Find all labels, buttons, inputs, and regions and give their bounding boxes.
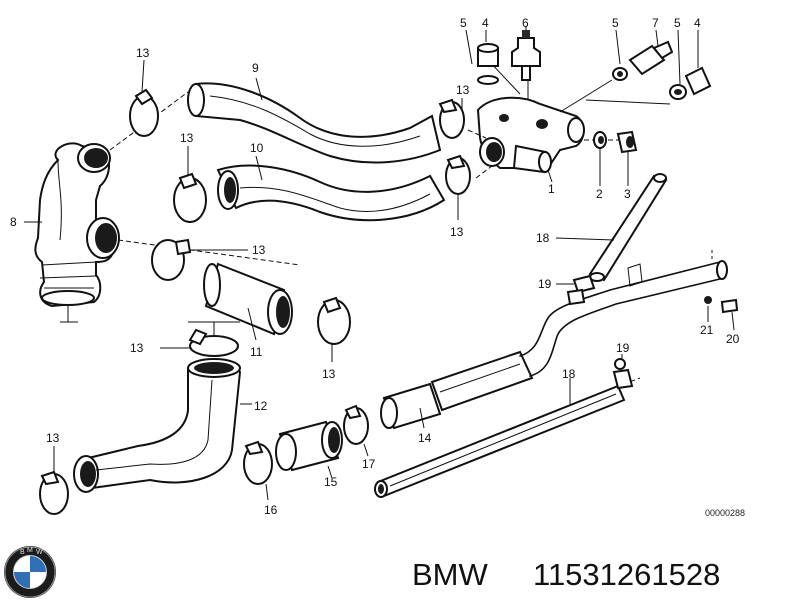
plug-4-left bbox=[465, 29, 499, 85]
label-13d: 13 bbox=[456, 83, 470, 97]
brand-name: BMW bbox=[412, 557, 489, 592]
switch-7 bbox=[612, 29, 674, 81]
svg-text:W: W bbox=[36, 549, 43, 556]
plug-4-right bbox=[669, 29, 712, 100]
cap-3 bbox=[616, 130, 638, 186]
label-18a: 18 bbox=[536, 231, 550, 245]
label-17: 17 bbox=[362, 457, 376, 471]
part-number: 11531261528 bbox=[533, 557, 720, 592]
label-4a: 4 bbox=[482, 16, 489, 30]
hose-clamp-13g bbox=[160, 321, 240, 357]
label-16: 16 bbox=[264, 503, 278, 517]
hose-clamp-13f bbox=[317, 296, 351, 362]
label-11: 11 bbox=[250, 345, 263, 359]
hose-18-upper bbox=[555, 173, 668, 282]
label-13e: 13 bbox=[450, 225, 464, 239]
hose-12 bbox=[73, 358, 242, 493]
metal-pipe bbox=[519, 260, 728, 377]
temperature-sensor-6 bbox=[511, 26, 541, 81]
clip-19-upper bbox=[556, 274, 596, 306]
label-13a: 13 bbox=[136, 46, 150, 60]
hose-18-lower bbox=[374, 377, 641, 498]
part-number-labels: 1 2 3 4 4 5 5 5 6 7 8 9 10 11 12 13 13 1… bbox=[10, 16, 740, 517]
label-19a: 19 bbox=[538, 277, 552, 291]
hose-10 bbox=[216, 164, 446, 222]
hose-clamp-13b bbox=[173, 146, 207, 223]
label-1: 1 bbox=[548, 182, 555, 196]
label-13c: 13 bbox=[252, 243, 266, 257]
label-4b: 4 bbox=[694, 16, 701, 30]
drawing-code: 00000288 bbox=[705, 508, 745, 518]
label-5b: 5 bbox=[612, 16, 619, 30]
label-13b: 13 bbox=[180, 131, 194, 145]
label-5a: 5 bbox=[460, 16, 467, 30]
water-outlet bbox=[476, 96, 585, 183]
hose-clamp-13c bbox=[151, 238, 248, 281]
label-14: 14 bbox=[418, 431, 432, 445]
hose-clamp-13e bbox=[445, 154, 471, 220]
bolt-20 bbox=[720, 298, 739, 331]
bmw-roundel-logo: B M W bbox=[4, 546, 56, 598]
hose-clamp-13a bbox=[129, 59, 159, 137]
label-10: 10 bbox=[250, 141, 264, 155]
label-2: 2 bbox=[596, 187, 603, 201]
hose-clamp-16 bbox=[243, 440, 273, 501]
hose-clamp-13d bbox=[438, 98, 465, 139]
label-15: 15 bbox=[324, 475, 338, 489]
svg-text:M: M bbox=[27, 547, 33, 554]
nut-2 bbox=[593, 131, 607, 186]
pipe-14 bbox=[380, 350, 534, 430]
hose-11 bbox=[203, 262, 293, 341]
label-18b: 18 bbox=[562, 367, 576, 381]
svg-text:B: B bbox=[20, 549, 25, 556]
label-8: 8 bbox=[10, 215, 17, 229]
washer-21 bbox=[704, 296, 712, 322]
label-19b: 19 bbox=[616, 341, 630, 355]
label-20: 20 bbox=[726, 332, 740, 346]
hose-clamp-13h bbox=[39, 446, 69, 515]
label-12: 12 bbox=[254, 399, 268, 413]
label-6: 6 bbox=[522, 16, 529, 30]
label-9: 9 bbox=[252, 61, 259, 75]
label-13f: 13 bbox=[322, 367, 336, 381]
label-3: 3 bbox=[624, 187, 631, 201]
label-13h: 13 bbox=[46, 431, 60, 445]
hose-clamp-17 bbox=[343, 404, 369, 457]
thermostat-housing bbox=[34, 142, 120, 323]
label-7: 7 bbox=[652, 16, 659, 30]
hose-9 bbox=[187, 82, 442, 164]
label-21: 21 bbox=[700, 323, 714, 337]
hose-15 bbox=[275, 420, 343, 472]
label-13g: 13 bbox=[130, 341, 144, 355]
label-5c: 5 bbox=[674, 16, 681, 30]
clip-19-lower bbox=[612, 354, 634, 390]
